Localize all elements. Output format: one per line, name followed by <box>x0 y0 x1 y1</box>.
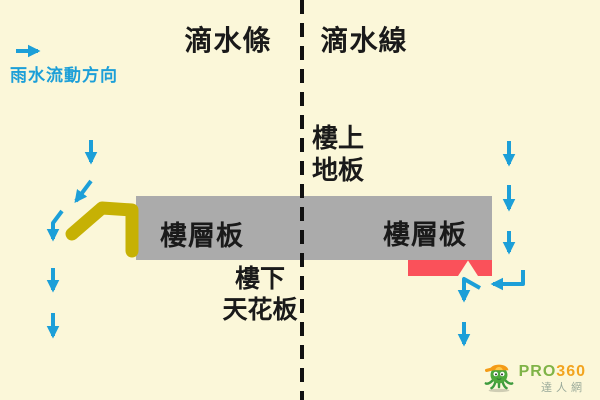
label-slab-right: 樓層板 <box>383 220 467 250</box>
logo-brand-360: 360 <box>556 363 586 380</box>
right-arrow-groove-drop-icon <box>457 277 481 303</box>
logo-brand-pro: PRO <box>518 363 557 380</box>
right-arrow-under-slab-icon <box>490 270 525 291</box>
drip-strip-shape <box>65 201 139 258</box>
title-drip-strip: 滴水條 <box>184 25 272 56</box>
left-arrow-3-icon <box>46 209 64 242</box>
label-upper-floor: 樓上 地板 <box>312 123 365 185</box>
floor-slab <box>136 196 492 260</box>
title-drip-groove: 滴水線 <box>320 25 408 56</box>
label-slab-left: 樓層板 <box>160 221 244 251</box>
legend-flow-label: 雨水流動方向 <box>10 66 118 85</box>
pro360-logo: PRO360 達人網 <box>483 354 586 394</box>
left-arrow-2-icon <box>74 179 93 204</box>
water-flow-arrows <box>16 44 525 347</box>
logo-subtitle: 達人網 <box>541 382 586 394</box>
label-lower-ceiling: 樓下 天花板 <box>222 265 298 324</box>
logo-text-block: PRO360 達人網 <box>519 364 586 394</box>
mascot-octopus-icon <box>484 364 514 393</box>
drip-groove-strip <box>408 260 492 276</box>
